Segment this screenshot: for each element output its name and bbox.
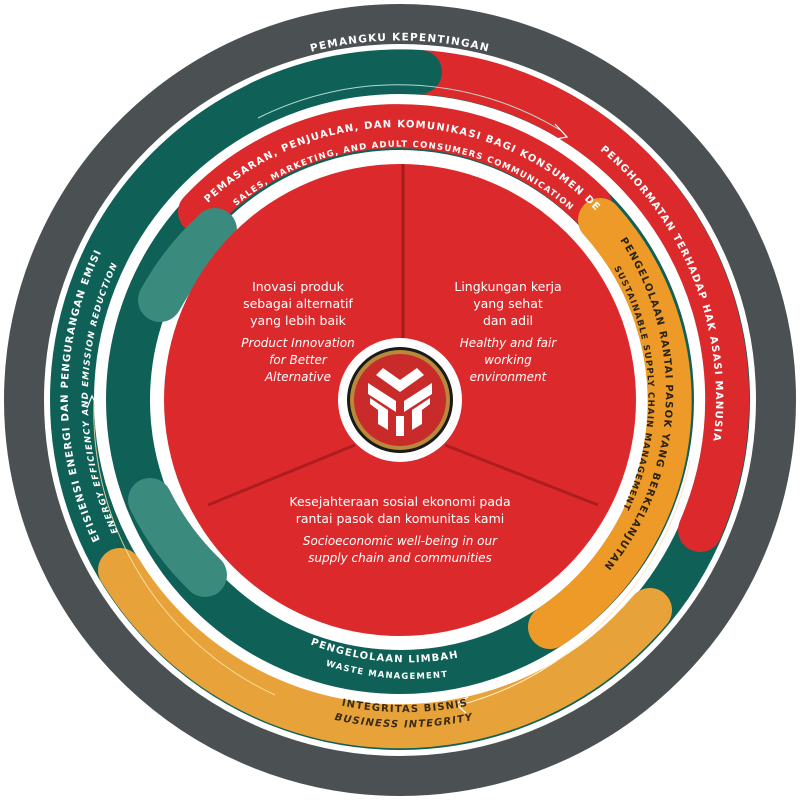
divider-left	[207, 443, 356, 507]
business-integrity-segment	[98, 548, 672, 749]
water-segment-tip	[128, 478, 227, 597]
flow-line-top	[257, 84, 561, 131]
energy-pill	[138, 208, 237, 322]
human-rights-segment	[398, 50, 750, 552]
logo-emblem-icon	[368, 368, 432, 436]
flow-line-left	[93, 399, 276, 696]
energy-segment-tip	[238, 49, 442, 125]
sector-socioeconomic: Kesejahteraan sosial ekonomi pada rantai…	[270, 493, 530, 567]
sector-socioeconomic-en-text: Socioeconomic well-being in our supply c…	[302, 534, 498, 565]
marketing-segment	[178, 104, 612, 234]
arrow-up-icon	[86, 394, 99, 409]
arrow-right-icon	[550, 123, 569, 141]
sector-workplace: Lingkungan kerja yang sehat dan adil Hea…	[428, 278, 588, 386]
sector-workplace-id-text: Lingkungan kerja yang sehat dan adil	[454, 279, 562, 328]
sector-socioeconomic-id-text: Kesejahteraan sosial ekonomi pada rantai…	[289, 494, 511, 526]
sector-product-en-text: Product Innovation for Better Alternativ…	[241, 336, 355, 384]
flow-line-right	[599, 459, 691, 626]
flow-line-bottom	[459, 624, 601, 706]
arrow-left-icon	[454, 696, 469, 714]
supply-chain-segment	[528, 198, 692, 649]
sector-workplace-en-text: Healthy and fair working environment	[459, 336, 557, 384]
company-logo	[338, 338, 462, 462]
sector-product-innovation: Inovasi produk sebagai alternatif yang l…	[218, 278, 378, 386]
sector-product-id-text: Inovasi produk sebagai alternatif yang l…	[243, 279, 353, 328]
divider-right	[444, 443, 599, 507]
